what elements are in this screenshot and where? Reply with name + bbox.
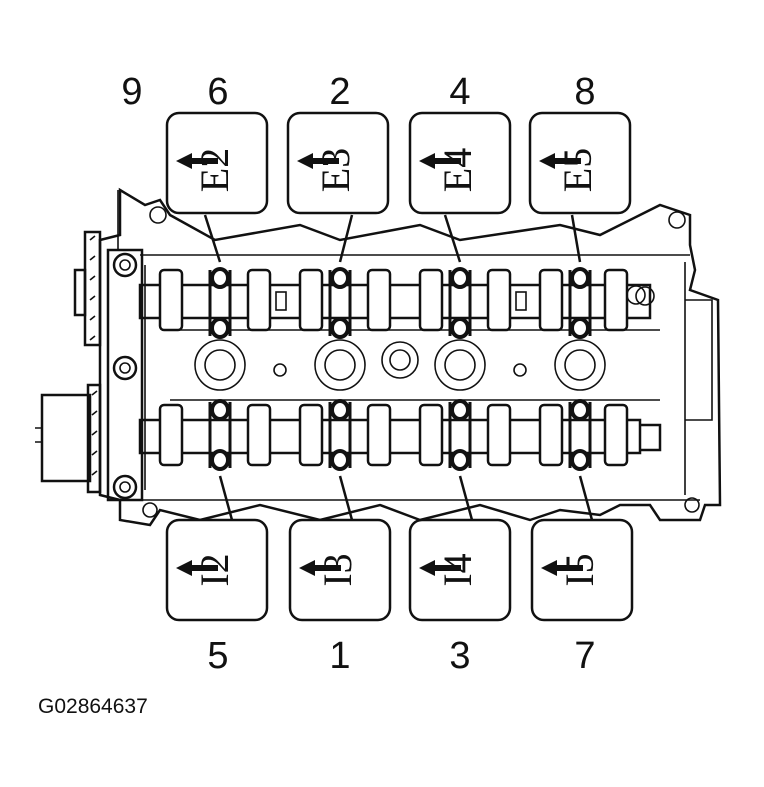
timing-sprockets — [35, 230, 102, 494]
label-i4: I4 — [435, 553, 480, 586]
arrow-left-icon — [176, 560, 218, 576]
label-i2: I2 — [192, 553, 237, 586]
arrow-left-icon — [539, 153, 581, 169]
intake-camshaft — [138, 403, 662, 467]
label-e2: E2 — [192, 148, 237, 192]
leader-lines — [203, 214, 594, 521]
callout-box-e4: E4 — [408, 111, 512, 215]
callout-box-i5: I5 — [530, 518, 634, 622]
sequence-number-1: 1 — [329, 635, 350, 677]
label-e4: E4 — [435, 148, 480, 192]
camshaft-bearing-cap-9 — [106, 190, 144, 502]
label-i3: I3 — [315, 553, 360, 586]
sequence-number-7: 7 — [574, 635, 595, 677]
sequence-number-5: 5 — [207, 635, 228, 677]
arrow-left-icon — [419, 153, 461, 169]
spark-plug-bores — [170, 329, 660, 401]
arrow-left-icon — [176, 153, 218, 169]
callout-box-e5: E5 — [528, 111, 632, 215]
callout-box-e3: E3 — [286, 111, 390, 215]
callout-box-i2: I2 — [165, 518, 269, 622]
callout-box-e2: E2 — [165, 111, 269, 215]
label-e3: E3 — [313, 148, 358, 192]
top-sequence-numbers: 9 6 2 4 8 — [121, 71, 595, 113]
bottom-sequence-numbers: 5 1 3 7 — [207, 635, 595, 677]
sequence-number-6: 6 — [207, 71, 228, 113]
figure-code: G02864637 — [38, 695, 148, 718]
label-i5: I5 — [557, 553, 602, 586]
arrow-left-icon — [297, 153, 339, 169]
callout-box-i4: I4 — [408, 518, 512, 622]
sequence-number-9: 9 — [121, 71, 142, 113]
callout-box-i3: I3 — [288, 518, 392, 622]
sequence-number-3: 3 — [449, 635, 470, 677]
arrow-left-icon — [299, 560, 341, 576]
sequence-number-4: 4 — [449, 71, 470, 113]
sequence-number-8: 8 — [574, 71, 595, 113]
exhaust-camshaft — [138, 268, 655, 332]
arrow-left-icon — [541, 560, 583, 576]
cylinder-head-outline — [98, 187, 722, 527]
sequence-number-2: 2 — [329, 71, 350, 113]
bearing-cap-bolts — [208, 267, 592, 471]
arrow-left-icon — [419, 560, 461, 576]
label-e5: E5 — [555, 148, 600, 192]
